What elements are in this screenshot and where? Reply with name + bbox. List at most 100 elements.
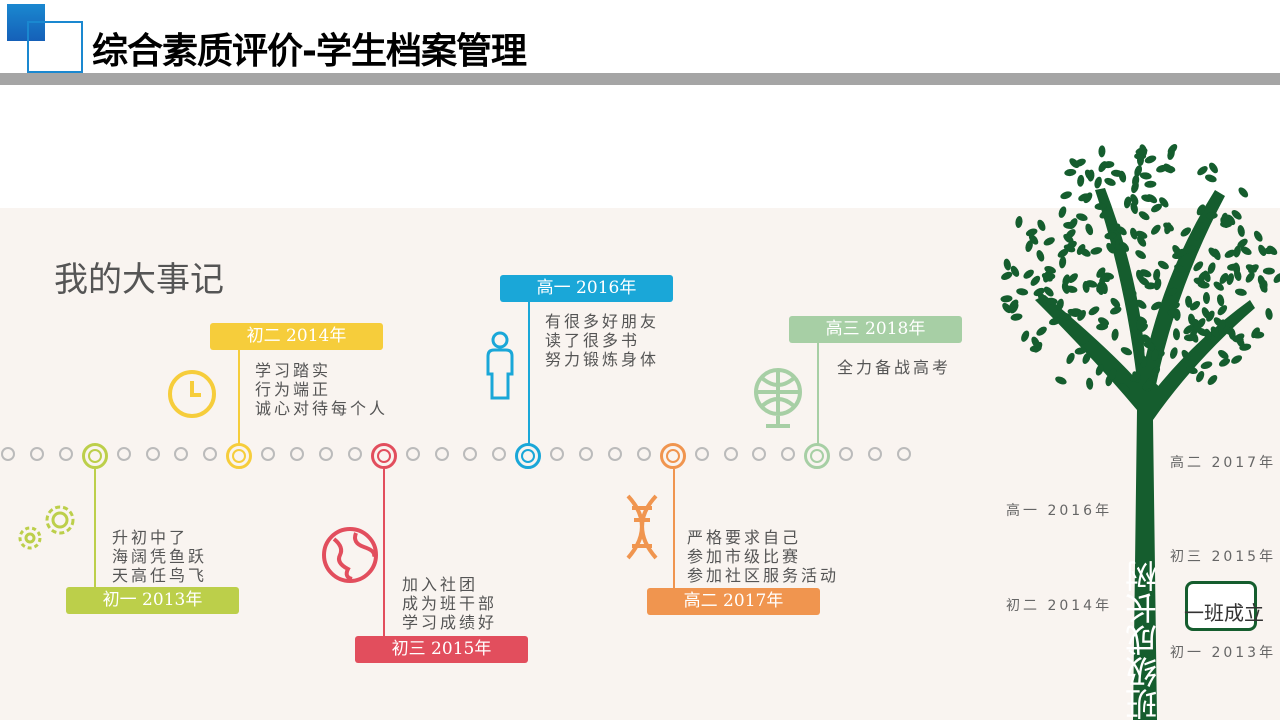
leaf (1172, 328, 1180, 341)
leaf (1144, 155, 1157, 164)
leaf (1082, 280, 1090, 293)
leaf (1153, 268, 1161, 281)
leaf (1021, 330, 1030, 342)
leaf (1197, 166, 1208, 176)
event-stem (817, 343, 819, 444)
event-stem (383, 469, 385, 636)
leaf (1116, 226, 1127, 236)
tree-mark: 初三 2015年 (1170, 549, 1277, 565)
leaf (1205, 212, 1218, 220)
leaf (1130, 193, 1139, 206)
leaf (1207, 262, 1216, 274)
speech-bubble (1185, 581, 1257, 631)
leaf (1066, 240, 1077, 250)
event-tag-2014: 初二 2014年 (210, 323, 383, 350)
leaf (1216, 294, 1225, 307)
leaf (1010, 265, 1020, 277)
leaf (1234, 288, 1247, 296)
leaf (1084, 169, 1094, 181)
leaf (1233, 245, 1241, 258)
event-tag-2018: 高三 2018年 (789, 316, 962, 343)
leaf (1074, 347, 1087, 355)
leaf (1196, 371, 1205, 383)
bubble-text: 一班成立 (1184, 601, 1264, 625)
leaf (1192, 318, 1201, 331)
leaf (1124, 288, 1133, 300)
leaf (1000, 295, 1013, 303)
tree-mark: 初一 2013年 (1170, 645, 1277, 661)
leaf (1098, 145, 1106, 158)
leaf (1141, 334, 1152, 345)
tree-mark: 初二 2014年 (1006, 598, 1113, 614)
event-text-2014: 学习踏实行为端正诚心对待每个人 (255, 361, 389, 418)
leaf (1076, 213, 1088, 221)
leaf (1088, 306, 1100, 316)
tree-mark: 高二 2017年 (1170, 455, 1277, 471)
leaf (1238, 187, 1249, 198)
timeline-node (515, 443, 542, 469)
leaf (1183, 324, 1194, 335)
event-stem (94, 469, 96, 587)
leaf (1086, 377, 1094, 390)
leaf (1099, 210, 1111, 219)
leaf (1115, 238, 1123, 251)
leaf (1193, 228, 1201, 241)
gears-icon (18, 505, 75, 550)
event-stem (528, 302, 530, 444)
leaf (1108, 368, 1117, 380)
leaf (1120, 347, 1133, 356)
leaf (1202, 270, 1211, 283)
leaf (1135, 299, 1147, 309)
leaf (1157, 260, 1169, 270)
leaf (1059, 256, 1067, 269)
leaf (1016, 288, 1029, 296)
leaf (1119, 241, 1130, 252)
leaf (1245, 272, 1255, 283)
leaf (1064, 168, 1077, 177)
leaf (1224, 249, 1236, 258)
leaf (1180, 227, 1192, 237)
tree-illustration (1000, 144, 1280, 720)
timeline-dot (636, 447, 651, 461)
leaf (1190, 300, 1201, 311)
leaf (1139, 172, 1152, 180)
leaf (1252, 331, 1265, 339)
timeline-dot (290, 447, 304, 461)
leaf (1208, 247, 1219, 258)
leaf (1166, 287, 1178, 296)
timeline-node (370, 443, 397, 469)
timeline-dot (261, 447, 276, 461)
timeline-dot (607, 447, 622, 461)
clock-icon (168, 370, 216, 418)
event-stem (238, 350, 240, 444)
leaf (1150, 224, 1161, 235)
leaf (1130, 372, 1141, 382)
leaf (1144, 180, 1157, 188)
leaf (1130, 227, 1138, 240)
timeline-dot (694, 447, 709, 461)
leaf (1119, 383, 1130, 393)
timeline-dot (405, 447, 420, 461)
leaf (1248, 264, 1259, 274)
leaf (1031, 336, 1040, 348)
header-divider (0, 73, 1280, 85)
event-tag-2017: 高二 2017年 (647, 588, 820, 615)
leaf (1150, 366, 1161, 377)
leaf (1141, 194, 1153, 203)
leaf (1099, 273, 1110, 284)
leaf (1085, 223, 1094, 236)
leaf (1037, 219, 1046, 231)
leaf (1163, 222, 1174, 232)
leaf (1123, 196, 1132, 209)
leaf (1184, 245, 1197, 254)
timeline-dot (896, 447, 911, 461)
event-tag-2015: 初三 2015年 (355, 636, 528, 663)
leaf (1015, 216, 1023, 228)
tree-mark: 高一 2016年 (1006, 503, 1113, 519)
section-heading: 我的大事记 (54, 260, 224, 300)
leaf (1196, 222, 1209, 230)
tree-title: 班级成长树 (1124, 560, 1162, 720)
timeline-dot (174, 447, 189, 461)
leaf (1025, 228, 1038, 237)
leaf (1258, 244, 1267, 256)
